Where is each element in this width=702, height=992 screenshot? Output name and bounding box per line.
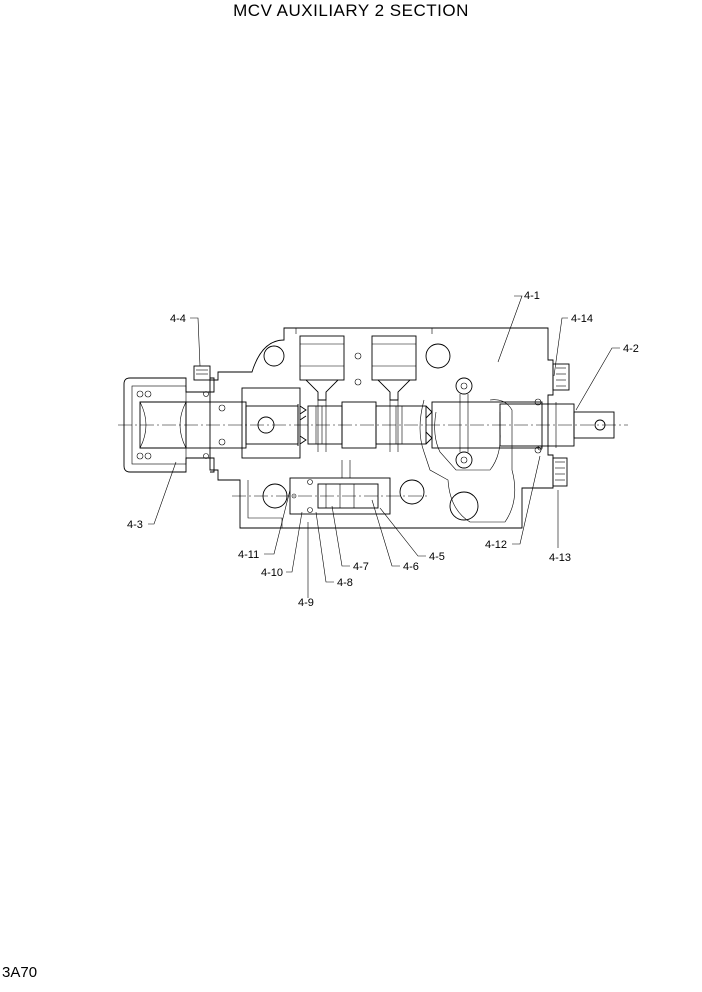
spring-cap — [123, 377, 215, 473]
callout-4-4: 4-4 — [170, 313, 186, 325]
callout-4-10: 4-10 — [261, 567, 283, 579]
spool — [185, 387, 615, 459]
diagram-title: MCV AUXILIARY 2 SECTION — [233, 1, 469, 20]
callout-4-1: 4-1 — [524, 290, 540, 302]
plug-right-lower — [552, 457, 568, 487]
page-code: 3A70 — [2, 964, 38, 981]
callout-4-12: 4-12 — [485, 539, 507, 551]
callout-4-5: 4-5 — [429, 551, 445, 563]
callout-4-6: 4-6 — [403, 561, 419, 573]
valve-body — [209, 327, 554, 529]
wiper-seal-right — [552, 363, 570, 391]
leader-lines — [148, 295, 620, 598]
side-passage — [419, 377, 516, 523]
spool-seals — [218, 398, 543, 454]
callout-4-8: 4-8 — [337, 577, 353, 589]
callout-4-13: 4-13 — [549, 552, 571, 564]
callout-4-9: 4-9 — [298, 597, 314, 609]
right-port — [371, 335, 417, 452]
callout-4-7: 4-7 — [353, 561, 369, 573]
callout-4-3: 4-3 — [127, 519, 143, 531]
callout-4-2: 4-2 — [623, 343, 639, 355]
plug-left-upper — [193, 365, 211, 381]
left-port — [299, 335, 345, 452]
callout-4-14: 4-14 — [571, 313, 593, 325]
body-holes — [262, 343, 479, 521]
check-valve — [289, 460, 391, 515]
callout-4-11: 4-11 — [238, 549, 259, 561]
